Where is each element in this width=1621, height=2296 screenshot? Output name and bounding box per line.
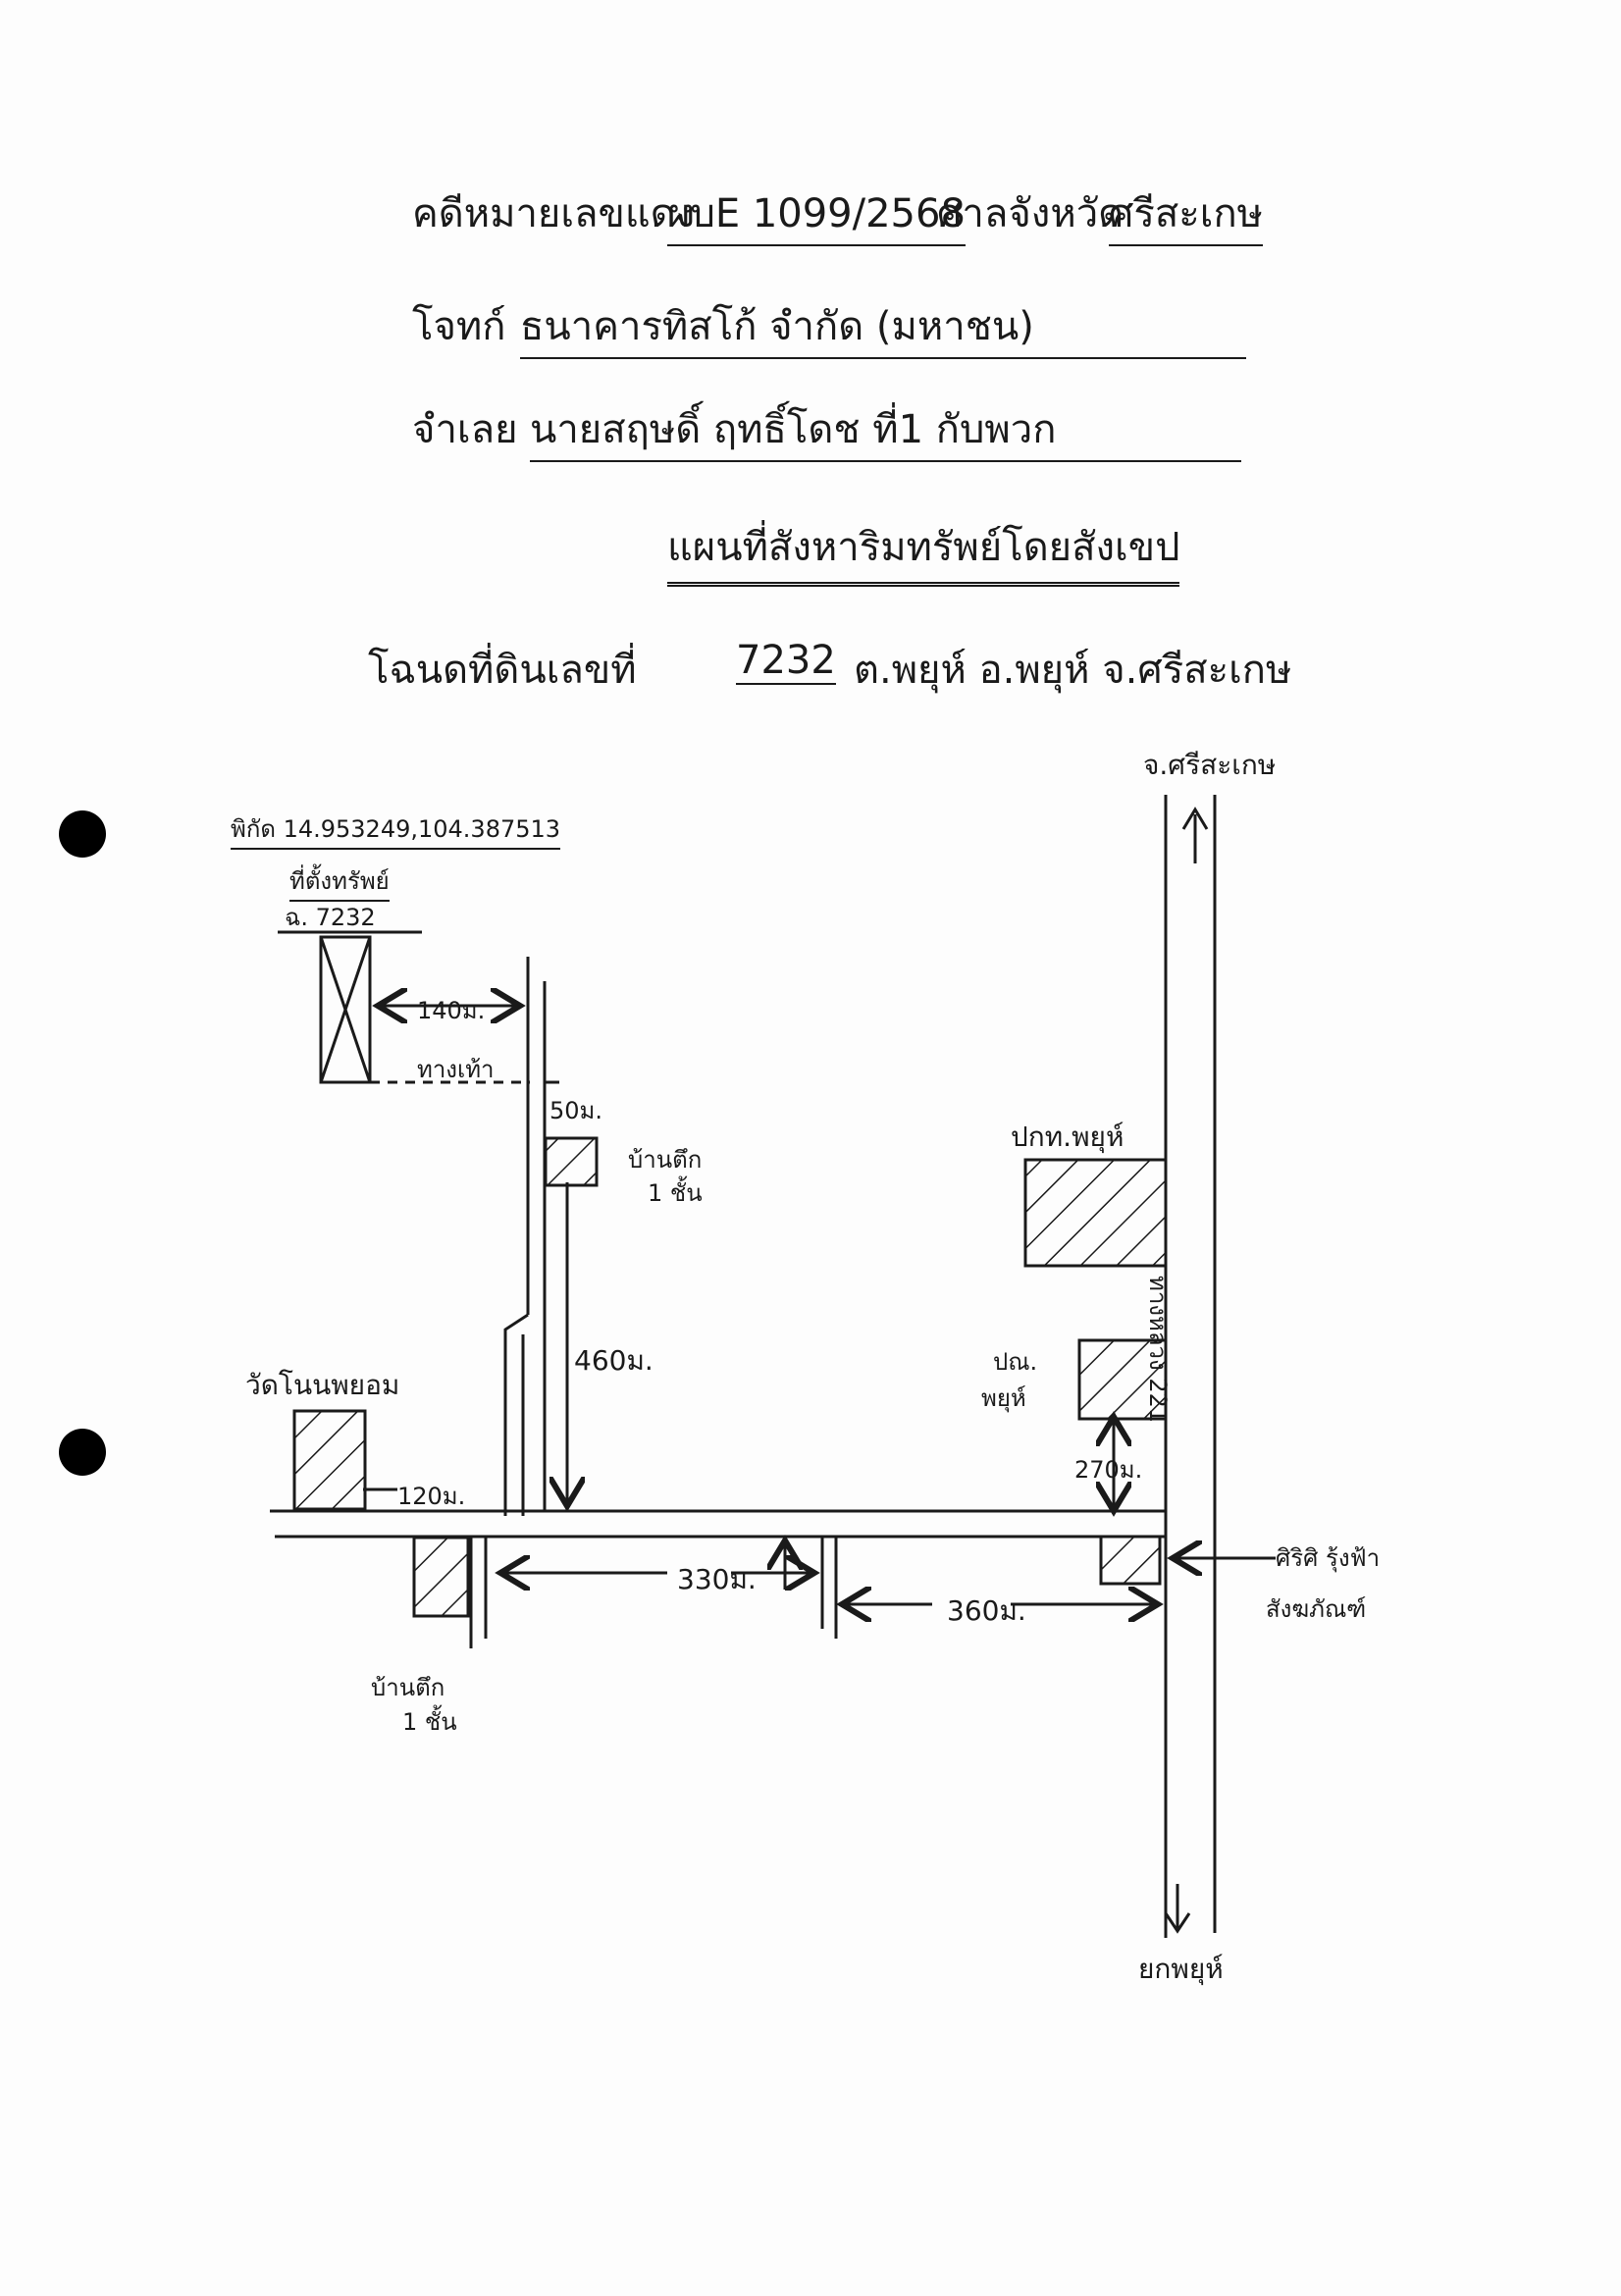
defendant-label: จำเลย (412, 407, 518, 452)
distance-270-label: 270ม. (1074, 1456, 1143, 1484)
district-office-building (1023, 1158, 1168, 1268)
gps-coordinates: พิกัด 14.953249,104.387513 (231, 809, 561, 850)
punch-hole (59, 810, 106, 858)
case-number: ผบE 1099/2568 (667, 182, 966, 246)
shop-label: ศิริศิ รุ้งฟ้า (1276, 1544, 1381, 1572)
temple-label: วัดโนนพยอม (245, 1369, 400, 1401)
plaintiff-name: ธนาคารทิสโก้ จำกัด (มหาชน) (520, 294, 1246, 359)
temple-building (292, 1409, 367, 1511)
post-office-label: ปณ. (993, 1348, 1038, 1376)
house-near-road (544, 1136, 599, 1187)
highway-label: ทางหลวง 221 (1144, 1276, 1172, 1424)
plaintiff-label: โจทก์ (412, 304, 506, 349)
north-arrowhead (1181, 807, 1209, 830)
house-right-label: บ้านตึก (628, 1146, 703, 1174)
court-name: ศรีสะเกษ (1109, 182, 1264, 246)
property-parcel (319, 935, 372, 1084)
distance-330-label: 330ม. (677, 1563, 757, 1595)
shop-type-label: สังฆภัณฑ์ (1266, 1595, 1367, 1623)
distance-120-label: 120ม. (397, 1483, 466, 1510)
shop-building (1099, 1535, 1162, 1586)
case-label: คดีหมายเลขแดง (412, 191, 696, 236)
court-label: ศาลจังหวัด (937, 191, 1124, 236)
punch-hole (59, 1429, 106, 1476)
property-label: ที่ตั้งทรัพย์ (289, 861, 390, 902)
house-bottom-floors: 1 ชั้น (402, 1708, 457, 1736)
house-bottom-label: บ้านตึก (371, 1674, 445, 1701)
map-title: แผนที่สังหาริมทรัพย์โดยสังเขป (667, 515, 1180, 587)
post-office-name: พยุห์ (981, 1384, 1026, 1412)
house-right-floors: 1 ชั้น (648, 1179, 703, 1207)
property-deed-label: ฉ. 7232 (285, 904, 376, 931)
deed-label: โฉนดที่ดินเลขที่ (368, 648, 637, 693)
distance-360-label: 360ม. (947, 1594, 1026, 1627)
walkway-label: ทางเท้า (417, 1056, 495, 1083)
south-destination-label: ยกพยุห์ (1138, 1953, 1224, 1985)
distance-140-label: 140ม. (417, 997, 486, 1024)
north-destination-label: จ.ศรีสะเกษ (1143, 749, 1277, 781)
south-arrowhead (1164, 1912, 1191, 1934)
district-office-label: ปกท.พยุห์ (1011, 1121, 1124, 1153)
defendant-name: นายสฤษดิ์ ฤทธิ์โดช ที่1 กับพวก (530, 397, 1241, 462)
post-office-building (1077, 1338, 1168, 1421)
distance-50-label: 50ม. (549, 1097, 602, 1124)
side-road-jog (503, 1313, 529, 1516)
distance-460-label: 460ม. (574, 1344, 654, 1377)
deed-location: ต.พยุห์ อ.พยุห์ จ.ศรีสะเกษ (854, 648, 1292, 693)
house-bottom (412, 1536, 470, 1618)
deed-number: 7232 (736, 638, 836, 685)
